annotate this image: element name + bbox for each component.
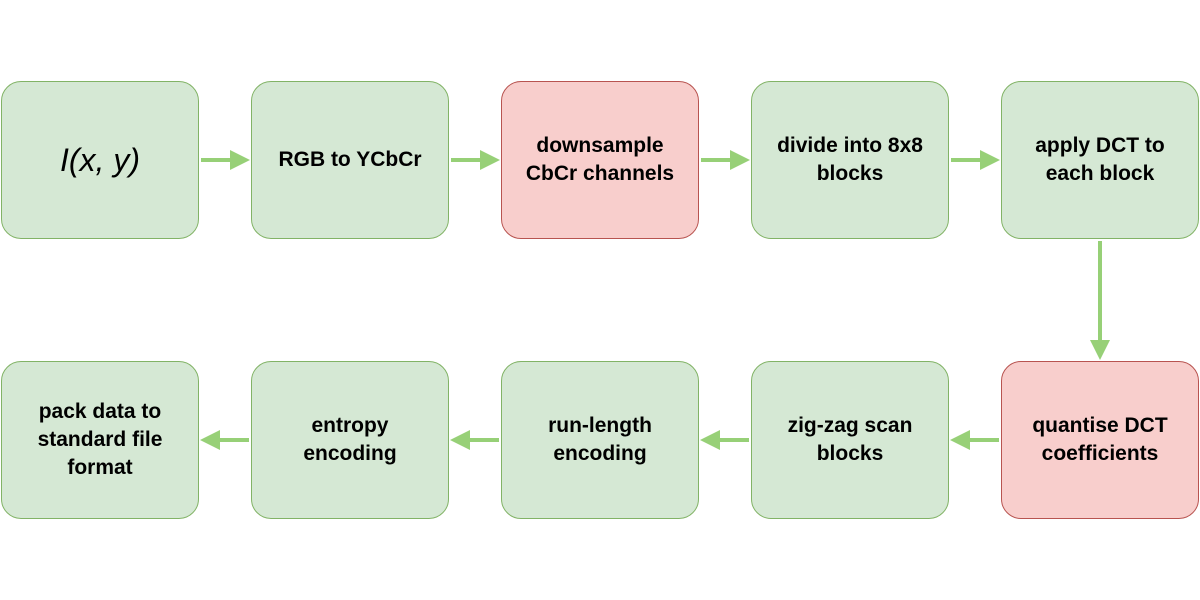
arrowhead-quantise-to-zigzag <box>950 430 970 450</box>
node-apply-dct: apply DCT to each block <box>1001 81 1199 239</box>
node-label: downsample CbCr channels <box>525 134 675 185</box>
node-label: zig-zag scan blocks <box>787 414 913 465</box>
arrowhead-entropy-to-pack <box>200 430 220 450</box>
arrowhead-rgb-to-downsample <box>480 150 500 170</box>
node-zigzag: zig-zag scan blocks <box>751 361 949 519</box>
node-pack-data: pack data to standard file format <box>1 361 199 519</box>
node-rgb-to-ycbcr: RGB to YCbCr <box>251 81 449 239</box>
node-label: run-length encoding <box>548 414 652 465</box>
node-label: entropy encoding <box>303 414 397 465</box>
node-label: quantise DCT coefficients <box>1032 414 1168 465</box>
node-divide-blocks: divide into 8x8 blocks <box>751 81 949 239</box>
node-input-image: I(x, y) <box>1 81 199 239</box>
arrowhead-zigzag-to-runlength <box>700 430 720 450</box>
node-label: pack data to standard file format <box>37 400 163 479</box>
arrowhead-divide-to-dct <box>980 150 1000 170</box>
node-label: I(x, y) <box>60 142 140 178</box>
node-downsample: downsample CbCr channels <box>501 81 699 239</box>
node-label: RGB to YCbCr <box>278 148 422 171</box>
node-quantise: quantise DCT coefficients <box>1001 361 1199 519</box>
arrowhead-input-to-rgb <box>230 150 250 170</box>
node-label: apply DCT to each block <box>1035 134 1165 185</box>
arrowhead-dct-to-quantise <box>1090 340 1110 360</box>
node-label: divide into 8x8 blocks <box>777 134 923 185</box>
node-run-length: run-length encoding <box>501 361 699 519</box>
arrowhead-downsample-to-divide <box>730 150 750 170</box>
arrowhead-runlength-to-entropy <box>450 430 470 450</box>
node-entropy: entropy encoding <box>251 361 449 519</box>
